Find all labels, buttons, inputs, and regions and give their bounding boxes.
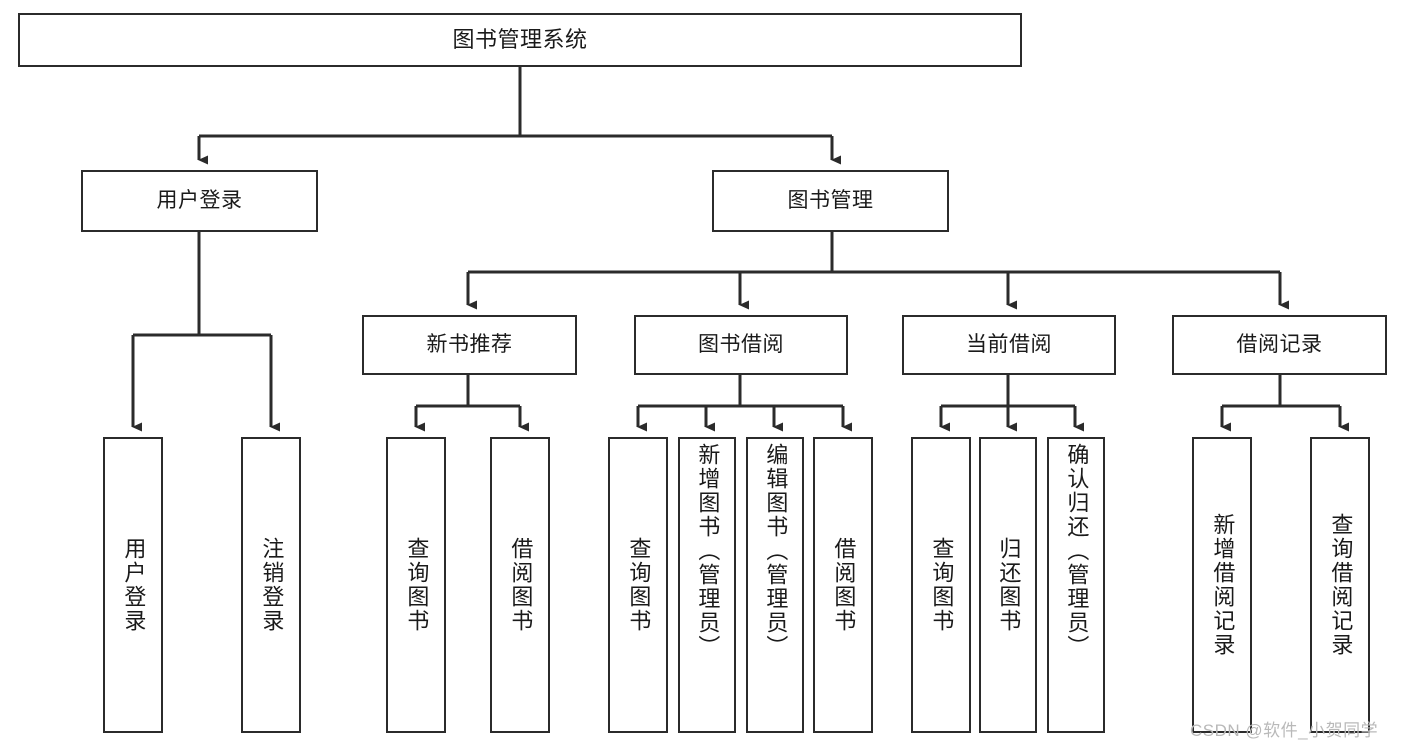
node-leaf-return-book[interactable]: 归还图书	[979, 437, 1037, 733]
node-leaf-query-book-current[interactable]: 查询图书	[911, 437, 971, 733]
node-leaf-user-login[interactable]: 用户登录	[103, 437, 163, 733]
node-new-book-recommend-label: 新书推荐	[426, 332, 513, 356]
node-borrow-record[interactable]: 借阅记录	[1172, 315, 1387, 375]
node-borrow-record-label: 借阅记录	[1236, 332, 1323, 356]
node-leaf-add-book-admin[interactable]: 新增图书（管理员）	[678, 437, 736, 733]
node-leaf-query-borrow-record[interactable]: 查询借阅记录	[1310, 437, 1370, 733]
node-leaf-borrow-book-borrow-label: 借阅图书	[831, 537, 857, 633]
node-current-borrow-label: 当前借阅	[966, 332, 1052, 356]
node-leaf-add-borrow-record-label: 新增借阅记录	[1210, 513, 1236, 657]
node-leaf-add-book-admin-label: 新增图书（管理员）	[695, 443, 721, 659]
node-leaf-user-logout-label: 注销登录	[259, 537, 285, 633]
node-leaf-add-borrow-record[interactable]: 新增借阅记录	[1192, 437, 1252, 733]
node-leaf-edit-book-admin-label: 编辑图书（管理员）	[763, 443, 789, 659]
node-leaf-query-book-recommend[interactable]: 查询图书	[386, 437, 446, 733]
node-book-manage-label: 图书管理	[787, 188, 874, 212]
node-current-borrow[interactable]: 当前借阅	[902, 315, 1116, 375]
node-leaf-borrow-book-borrow[interactable]: 借阅图书	[813, 437, 873, 733]
node-book-manage[interactable]: 图书管理	[712, 170, 949, 232]
node-root-label: 图书管理系统	[452, 27, 588, 53]
node-leaf-return-book-label: 归还图书	[996, 537, 1022, 633]
node-user-login-label: 用户登录	[156, 188, 243, 212]
node-leaf-edit-book-admin[interactable]: 编辑图书（管理员）	[746, 437, 804, 733]
node-leaf-user-logout[interactable]: 注销登录	[241, 437, 301, 733]
node-root-book-management-system[interactable]: 图书管理系统	[18, 13, 1022, 67]
node-new-book-recommend[interactable]: 新书推荐	[362, 315, 577, 375]
node-book-borrow[interactable]: 图书借阅	[634, 315, 848, 375]
node-leaf-confirm-return-admin[interactable]: 确认归还（管理员）	[1047, 437, 1105, 733]
node-leaf-borrow-book-recommend[interactable]: 借阅图书	[490, 437, 550, 733]
node-leaf-query-borrow-record-label: 查询借阅记录	[1328, 513, 1354, 657]
node-user-login[interactable]: 用户登录	[81, 170, 318, 232]
node-book-borrow-label: 图书借阅	[698, 332, 784, 356]
node-leaf-user-login-label: 用户登录	[121, 537, 147, 633]
node-leaf-query-book-borrow-label: 查询图书	[626, 537, 652, 633]
node-leaf-confirm-return-admin-label: 确认归还（管理员）	[1064, 443, 1090, 659]
node-leaf-query-book-borrow[interactable]: 查询图书	[608, 437, 668, 733]
node-leaf-borrow-book-recommend-label: 借阅图书	[508, 537, 534, 633]
node-leaf-query-book-current-label: 查询图书	[929, 537, 955, 633]
csdn-watermark: CSDN @软件_小贺同学	[1190, 721, 1379, 740]
node-leaf-query-book-recommend-label: 查询图书	[404, 537, 430, 633]
